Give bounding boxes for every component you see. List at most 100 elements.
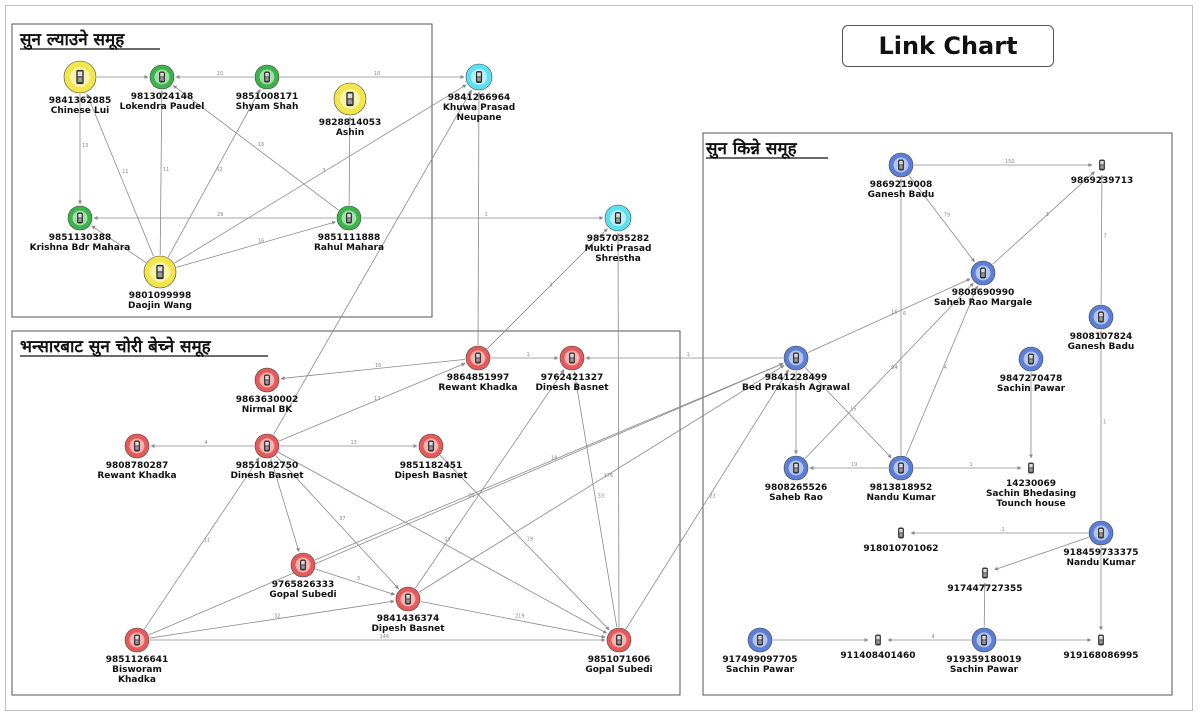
edge-label-n3-n2: 10 bbox=[217, 71, 223, 77]
edge-n8-n7 bbox=[176, 220, 336, 268]
edge-n8-n2 bbox=[159, 90, 164, 256]
edge-n17-n12 bbox=[414, 369, 565, 589]
node-number: 917447727355 bbox=[947, 584, 1022, 594]
phone-screen bbox=[265, 441, 269, 446]
phone-screen bbox=[758, 635, 762, 640]
node-name: Sachin Pawar bbox=[726, 665, 795, 675]
node-number: 9801099998 bbox=[129, 291, 192, 301]
edge-label-n7-n2: 16 bbox=[258, 142, 264, 148]
node-919168086995[interactable]: 919168086995 bbox=[1063, 634, 1139, 661]
edge-n11-n10 bbox=[280, 358, 466, 381]
edge-n23-n22 bbox=[992, 171, 1095, 265]
edge-label-n26-n23: 94 bbox=[891, 365, 897, 371]
node-number: 9851071606 bbox=[588, 655, 651, 665]
phone-keypad bbox=[794, 358, 798, 362]
edge-n19-n9 bbox=[616, 232, 621, 628]
edge-label-n7-n9: 1 bbox=[485, 212, 488, 218]
edge-label-n23-n22: 3 bbox=[1046, 212, 1049, 218]
edge-label-n8-n2: 11 bbox=[163, 167, 169, 173]
node-name: Gopal Subedi bbox=[585, 665, 652, 675]
node-number: 9851126641 bbox=[106, 655, 169, 665]
phone-keypad bbox=[981, 273, 985, 277]
node-9869239713[interactable]: 9869239713 bbox=[1071, 159, 1134, 186]
node-name: Saheb Rao bbox=[769, 493, 823, 503]
phone-keypad bbox=[347, 99, 353, 105]
phone-screen bbox=[347, 93, 353, 99]
edge-n14-n5 bbox=[273, 89, 472, 435]
node-number: 919359180019 bbox=[946, 655, 1021, 665]
phone-screen bbox=[1099, 312, 1103, 317]
phone-screen bbox=[570, 353, 574, 358]
node-name: Ganesh Badu bbox=[868, 190, 935, 200]
node-name: Sachin Pawar bbox=[997, 384, 1066, 394]
node-name: Rahul Mahara bbox=[314, 243, 384, 253]
phone-keypad bbox=[899, 165, 903, 169]
node-918010701062[interactable]: 918010701062 bbox=[863, 527, 939, 554]
phone-keypad bbox=[1029, 359, 1033, 363]
group-title-customs-sellers: भन्सारबाट सुन चोरी बेच्ने समूह bbox=[20, 336, 212, 358]
edge-n34-n31 bbox=[982, 582, 987, 628]
edge-label-n11-n10: 10 bbox=[375, 363, 381, 369]
phone-keypad bbox=[160, 77, 164, 81]
edge-n8-n5 bbox=[174, 84, 467, 264]
phone-keypad bbox=[265, 380, 269, 384]
phone-screen bbox=[981, 268, 985, 273]
node-number: 9841266964 bbox=[448, 93, 511, 103]
node-name: Bisworam bbox=[112, 665, 162, 675]
phone-screen bbox=[429, 441, 433, 446]
edge-label-n20-n27: 15 bbox=[850, 407, 856, 413]
node-number: 9851082750 bbox=[236, 461, 299, 471]
phone-screen bbox=[617, 635, 621, 640]
phone-screen bbox=[265, 375, 269, 380]
node-911408401460[interactable]: 911408401460 bbox=[840, 634, 916, 661]
edge-label-n14-n13: 4 bbox=[205, 440, 208, 446]
phone-keypad bbox=[1099, 533, 1103, 537]
node-number: 9828814053 bbox=[319, 118, 382, 128]
edge-label-n16-n17: 3 bbox=[357, 576, 360, 582]
edge-label-n27-n26: 19 bbox=[851, 462, 857, 468]
edge-label-n18-n14: 11 bbox=[204, 537, 210, 543]
edge-n14-n11 bbox=[278, 362, 466, 442]
phone-keypad bbox=[899, 533, 903, 537]
node-name: Bed Prakash Agrawal bbox=[742, 383, 850, 393]
phone-keypad bbox=[265, 77, 269, 81]
node-number: 9851111888 bbox=[318, 233, 381, 243]
node-917447727355[interactable]: 917447727355 bbox=[947, 567, 1023, 594]
node-name: Saheb Rao Margale bbox=[934, 298, 1032, 308]
phone-screen bbox=[899, 160, 903, 165]
edge-label-n14-n17: 37 bbox=[339, 516, 345, 522]
